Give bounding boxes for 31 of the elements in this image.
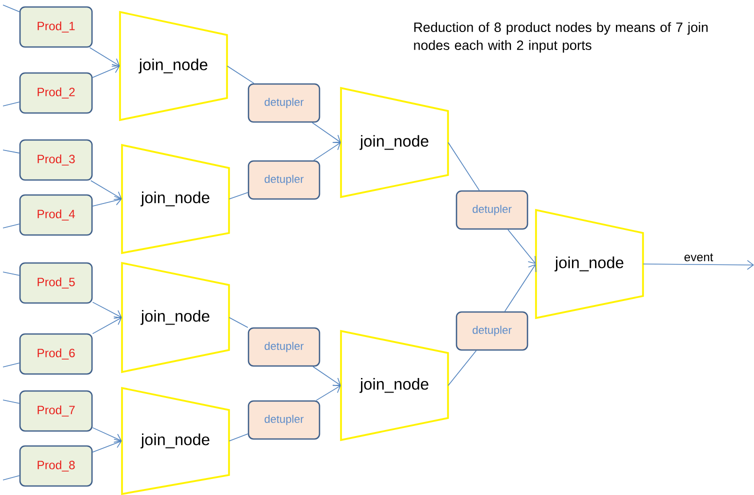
detupler-box: detupler [456,311,528,351]
product-box: Prod_1 [19,6,93,48]
detupler-box: detupler [248,400,320,440]
detupler-box: detupler [248,160,320,200]
arrow [316,384,341,401]
arrow [92,427,122,443]
product-box: Prod_5 [19,262,93,304]
product-box: Prod_8 [19,445,93,487]
arrow [312,122,341,143]
edge-label: event [684,253,714,262]
product-box: Prod_7 [19,390,93,432]
arrow [92,64,120,78]
arrow [89,47,120,67]
arrow [642,260,754,270]
arrow [90,180,122,200]
detupler-box: detupler [456,190,528,230]
arrow [313,142,341,161]
arrow [92,196,122,206]
arrow [92,316,122,334]
arrow [92,438,122,452]
product-box: Prod_2 [19,72,93,114]
detupler-box: detupler [248,327,320,367]
product-box: Prod_3 [19,139,93,181]
product-box: Prod_4 [19,194,93,236]
arrow [92,302,122,319]
detupler-box: detupler [248,83,320,123]
arrow [508,229,536,264]
arrow [504,264,536,312]
product-box: Prod_6 [19,333,93,375]
title: Reduction of 8 product nodes by means of 7 join nodes each with 2 input ports [414,22,708,53]
arrow [312,366,341,386]
